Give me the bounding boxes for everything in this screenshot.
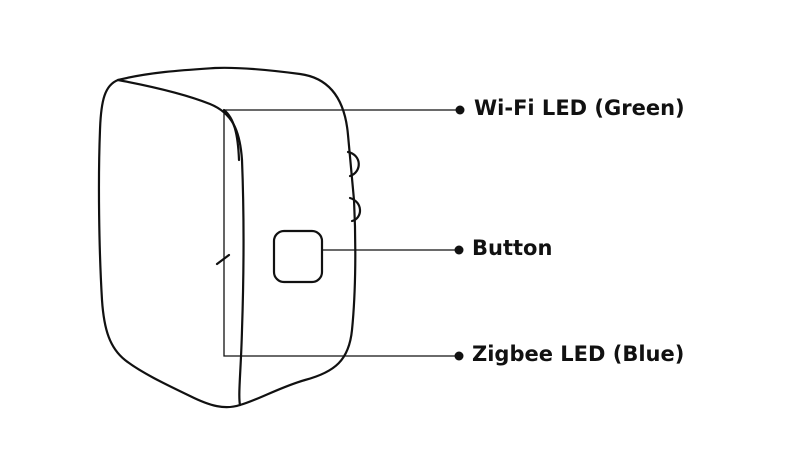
device-body-outline [97,66,357,409]
device-side-contour [222,108,241,162]
callout-line-zigbee [223,258,457,357]
callout-dot-wifi [455,105,465,115]
indicator-slot [215,253,231,266]
side-button [272,229,324,284]
zigbee-led-label: Zigbee LED (Blue) [472,342,685,366]
button-label: Button [472,236,553,260]
callout-dot-button [454,245,464,255]
device-front-face [116,78,245,407]
callout-dot-zigbee [454,351,464,361]
wifi-led-label: Wi-Fi LED (Green) [474,96,685,120]
plug-prong-top [346,150,360,178]
plug-prong-bottom [348,196,362,223]
callout-line-wifi [223,109,458,258]
